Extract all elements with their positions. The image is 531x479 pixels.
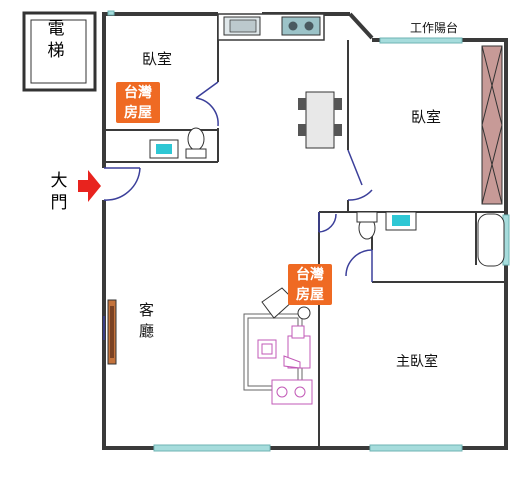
watermark-logo: 台灣 房屋 [116, 82, 160, 123]
tv-cabinet [107, 299, 117, 365]
elevator-box [22, 11, 97, 92]
kitchen-counter [217, 13, 325, 41]
room-label-living-room: 客廳 [137, 302, 155, 344]
room-label-bedroom-top-left: 臥室 [142, 50, 173, 68]
dining-table [298, 91, 342, 149]
elevator-label: 電 梯 [31, 18, 81, 76]
bathroom-right [356, 211, 505, 267]
watermark-line1: 台灣 [296, 267, 324, 283]
windows [107, 10, 510, 452]
entrance-label-line1: 大 [50, 171, 68, 191]
doors [103, 81, 373, 340]
watermark-line1: 台灣 [124, 85, 152, 101]
wardrobe [481, 45, 503, 205]
sofa-set [243, 313, 313, 405]
entrance-arrow-icon [78, 170, 101, 202]
elevator-label-line1: 電 [47, 19, 65, 39]
entrance-label: 大 門 [46, 170, 72, 214]
watermark-line2: 房屋 [124, 105, 152, 121]
room-label-bedroom-right: 臥室 [411, 108, 442, 126]
room-label-master-bedroom: 主臥室 [396, 354, 438, 370]
watermark-logo: 台灣 房屋 [288, 264, 332, 305]
elevator-label-line2: 梯 [47, 41, 65, 61]
room-label-balcony: 工作陽台 [410, 21, 459, 35]
entrance-label-line2: 門 [50, 193, 68, 213]
watermark-line2: 房屋 [296, 287, 324, 303]
bathroom-top [149, 127, 207, 159]
